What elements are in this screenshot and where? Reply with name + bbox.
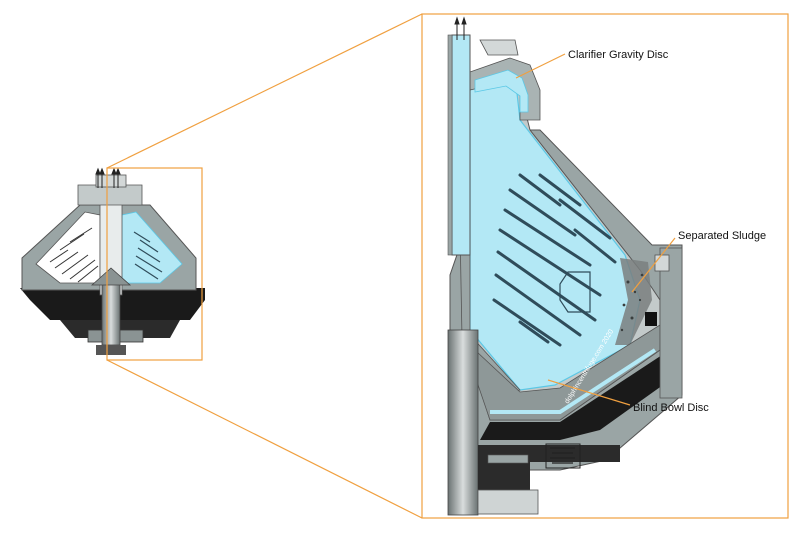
overview-top-stack — [77, 184, 143, 206]
detail-top-right-block — [654, 254, 670, 272]
callout-label-blind-bowl: Blind Bowl Disc — [633, 402, 709, 414]
detail-disc-stack — [492, 173, 617, 347]
overview-spindle-base — [96, 345, 126, 355]
overview-discs-right — [133, 231, 163, 280]
detail-sludge-speckle — [620, 273, 644, 332]
detail-spring-icon — [550, 447, 575, 464]
detail-spring-housing — [545, 443, 581, 469]
detail-base-ring — [487, 454, 529, 464]
detail-sludge-region — [615, 258, 652, 345]
detail-base-floor — [477, 489, 539, 515]
detail-right-wall — [659, 247, 683, 399]
zoom-line-bottom — [106, 359, 423, 519]
zoom-source-frame — [106, 167, 203, 361]
callout-line-clarifier — [515, 53, 566, 79]
overview-outlet-arrows — [95, 167, 121, 188]
detail-disc-key — [559, 271, 591, 313]
overview-cone — [90, 267, 132, 286]
callout-blind-bowl-disc: Blind Bowl Disc — [547, 379, 709, 414]
detail-right-block — [645, 312, 657, 326]
overview-separator — [20, 167, 205, 355]
callout-separated-sludge: Separated Sludge — [631, 230, 766, 293]
overview-spindle — [101, 279, 121, 346]
zoom-line-top — [106, 13, 423, 169]
callout-label-sludge: Separated Sludge — [678, 230, 766, 242]
detail-top-bracket — [479, 39, 519, 56]
callout-label-clarifier: Clarifier Gravity Disc — [568, 49, 669, 61]
detail-outlet-pipe — [451, 34, 471, 256]
overview-top-pipe — [95, 174, 127, 188]
detail-separator — [447, 16, 683, 516]
detail-outlet-arrows — [454, 16, 467, 40]
detail-outlet-pipe-outer — [447, 34, 453, 256]
detail-spindle — [447, 329, 479, 516]
detail-dark-shell — [480, 355, 670, 440]
callout-line-blind-bowl — [547, 379, 631, 406]
detail-bowl-liquid-edge — [490, 348, 657, 414]
callout-line-sludge — [631, 237, 676, 293]
detail-top-channel — [474, 69, 529, 113]
callout-clarifier-gravity-disc: Clarifier Gravity Disc — [515, 49, 669, 79]
overview-discs-left — [49, 227, 99, 283]
